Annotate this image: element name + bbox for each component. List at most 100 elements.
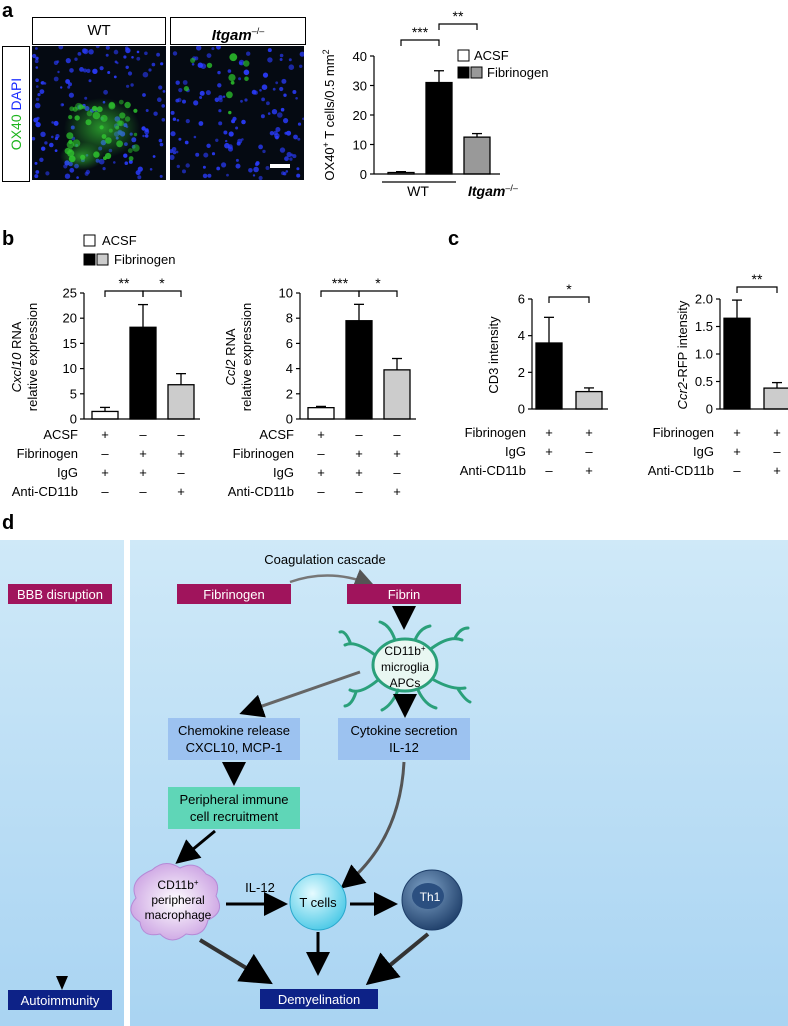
dapi-nucleus — [144, 129, 150, 135]
peripheral-box — [168, 787, 300, 829]
autoimmunity-box — [8, 990, 112, 1010]
dapi-nucleus — [283, 93, 287, 97]
condition-mark: – — [177, 465, 185, 480]
dapi-nucleus — [35, 56, 39, 60]
dapi-nucleus — [53, 76, 59, 82]
y-tick-label: 0 — [70, 412, 77, 427]
dapi-nucleus — [202, 165, 206, 169]
significance-label: * — [159, 275, 165, 291]
dapi-nucleus — [125, 47, 131, 54]
dapi-nucleus — [162, 90, 166, 93]
dapi-nucleus — [45, 171, 50, 176]
dapi-nucleus — [218, 109, 222, 113]
tcell-label: T cells — [299, 895, 337, 910]
dapi-nucleus — [40, 131, 46, 137]
dapi-nucleus — [199, 96, 203, 99]
macrophage-label-1: CD11b+ — [157, 878, 198, 893]
condition-mark: + — [545, 425, 553, 440]
dapi-nucleus — [205, 90, 211, 96]
y-tick-label: 4 — [518, 328, 525, 343]
bar — [307, 407, 335, 420]
dapi-nucleus — [252, 174, 256, 177]
dapi-nucleus — [227, 69, 232, 73]
condition-mark: + — [177, 446, 185, 461]
dapi-nucleus — [211, 152, 216, 156]
dapi-nucleus — [261, 97, 265, 102]
condition-mark: – — [355, 484, 363, 499]
fibrinogen-label: Fibrinogen — [203, 587, 264, 602]
wt-header-label: WT — [87, 22, 111, 39]
dapi-nucleus — [170, 154, 175, 160]
dapi-nucleus — [68, 92, 74, 98]
demyelination-label: Demyelination — [278, 992, 360, 1007]
significance-label: ** — [119, 275, 130, 291]
dapi-nucleus — [33, 117, 39, 123]
ox40-cell — [228, 110, 232, 115]
dapi-nucleus — [148, 68, 152, 72]
significance-label: * — [375, 275, 381, 291]
panel-b: ACSF Fibrinogen Cxcl10 RNA relative expr… — [9, 233, 416, 499]
condition-label: IgG — [693, 444, 714, 459]
dapi-nucleus — [228, 131, 234, 137]
b-legend-acsf: ACSF — [102, 233, 137, 248]
dapi-nucleus — [267, 112, 271, 115]
condition-mark: – — [317, 446, 325, 461]
dapi-nucleus — [299, 51, 304, 57]
dapi-nucleus — [74, 57, 78, 61]
dapi-nucleus — [184, 140, 189, 145]
ko-header: Itgam–/– — [170, 17, 306, 45]
significance-bracket — [438, 23, 478, 30]
dapi-nucleus — [238, 77, 242, 81]
wt-micrograph — [32, 46, 166, 180]
dapi-nucleus — [292, 90, 297, 94]
dapi-nucleus — [237, 138, 243, 144]
ko-header-label: Itgam — [211, 27, 252, 44]
b-legend-fib-black — [83, 253, 96, 266]
significance-bracket — [104, 290, 144, 297]
dapi-nucleus — [240, 99, 243, 103]
dapi-nucleus — [297, 122, 302, 126]
dapi-nucleus — [34, 102, 41, 109]
dapi-nucleus — [295, 97, 298, 100]
condition-label: Anti-CD11b — [12, 484, 78, 499]
legend-fib-swatch-grey — [470, 66, 483, 79]
y-tick-label: 0.5 — [695, 374, 713, 389]
bar-fibrinogen — [425, 81, 453, 175]
demyelination-box — [260, 989, 378, 1009]
dapi-nucleus — [105, 53, 109, 57]
dapi-nucleus — [35, 121, 41, 128]
condition-mark: – — [393, 465, 401, 480]
dapi-nucleus — [216, 46, 221, 50]
dapi-nucleus — [262, 72, 269, 78]
condition-mark: + — [355, 446, 363, 461]
dapi-nucleus — [172, 51, 178, 56]
bar — [91, 410, 119, 420]
significance-label: *** — [332, 275, 349, 291]
bar — [723, 317, 751, 410]
dapi-nucleus — [159, 174, 163, 178]
dapi-nucleus — [175, 150, 179, 154]
dapi-nucleus — [39, 89, 45, 94]
legend-acsf-swatch — [457, 49, 470, 62]
dapi-nucleus — [177, 97, 182, 103]
wt-header: WT — [32, 17, 166, 45]
condition-mark: – — [317, 484, 325, 499]
bbb-box — [8, 584, 112, 604]
condition-mark: + — [733, 425, 741, 440]
chart-a-legend: ACSF Fibrinogen — [457, 48, 548, 80]
dapi-nucleus — [281, 171, 285, 176]
ox40-cell — [226, 91, 233, 99]
dapi-nucleus — [130, 83, 134, 87]
condition-mark: + — [355, 465, 363, 480]
condition-label: Anti-CD11b — [228, 484, 294, 499]
dapi-nucleus — [158, 85, 163, 90]
panel-label-c: c — [448, 228, 460, 250]
dapi-nucleus — [235, 163, 241, 169]
y-tick-label: 1.0 — [695, 347, 713, 362]
dapi-nucleus — [145, 109, 149, 112]
dapi-nucleus — [279, 58, 283, 61]
dapi-nucleus — [157, 97, 162, 102]
chemokine-label-2: CXCL10, MCP-1 — [186, 740, 283, 755]
dapi-nucleus — [198, 121, 204, 126]
y-tick-label: 0 — [286, 412, 293, 427]
